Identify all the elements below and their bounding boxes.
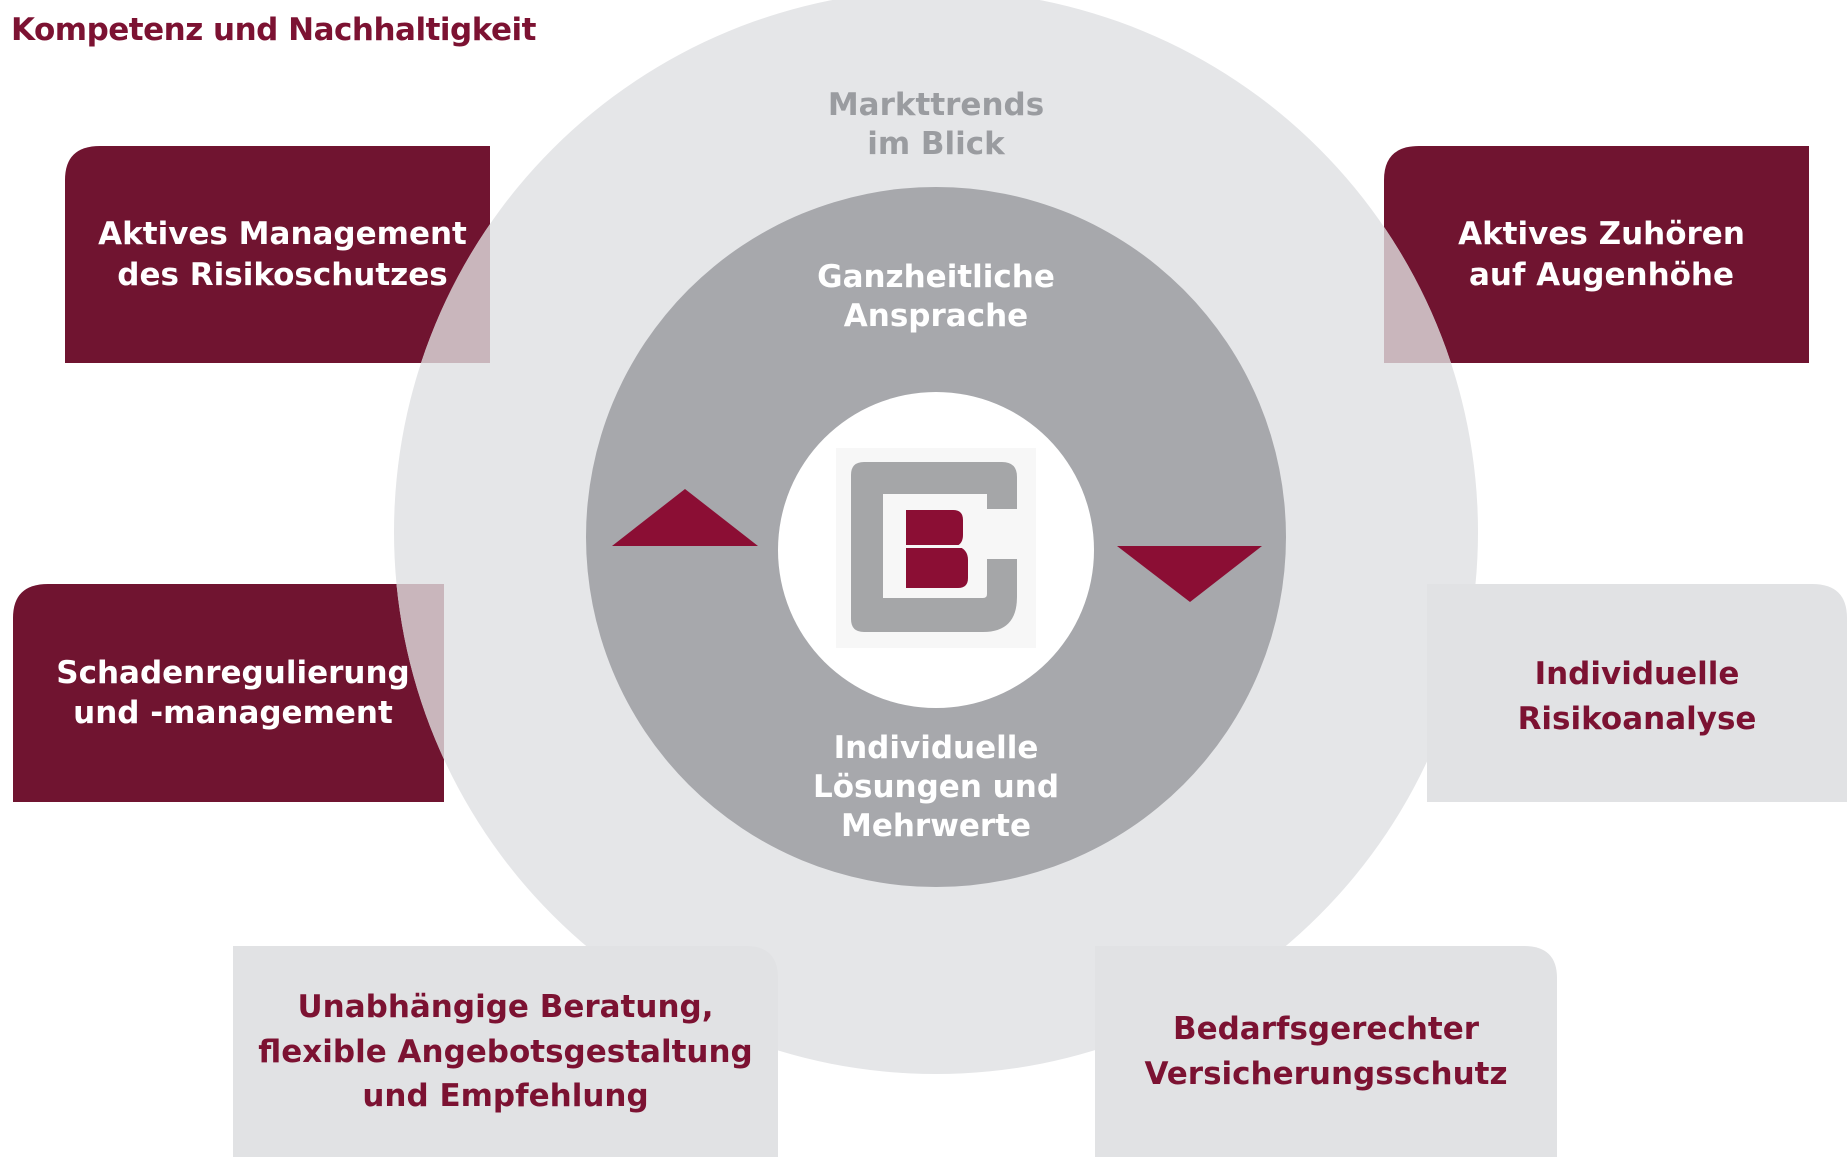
box-bottom-right <box>1095 946 1557 1157</box>
box-middle-right <box>1427 584 1847 802</box>
inner-ring-top-label: Ganzheitliche Ansprache <box>817 259 1055 334</box>
box-top-left-label: Aktives Management des Risikoschutzes <box>98 216 467 293</box>
box-bottom-left <box>233 946 778 1157</box>
inner-ring-bottom-label: Individuelle Lösungen und Mehrwerte <box>812 730 1060 844</box>
box-bottom-left-label: Unabhängige Beratung, flexible Angebotsg… <box>258 988 753 1115</box>
company-logo-icon <box>836 448 1036 648</box>
box-middle-left-label: Schadenregulierung und -management <box>56 654 410 731</box>
page-title: Kompetenz und Nachhaltigkeit <box>11 12 536 48</box>
box-middle-right-label: Individuelle Risikoanalyse <box>1517 655 1757 737</box>
box-top-right-label: Aktives Zuhören auf Augenhöhe <box>1458 216 1745 293</box>
arrow-down-icon <box>1117 546 1262 602</box>
box-top-left <box>65 146 490 363</box>
arrow-up-icon <box>612 489 758 546</box>
box-bottom-right-label: Bedarfsgerechter Versicherungsschutz <box>1144 1011 1508 1092</box>
box-middle-left <box>13 584 444 802</box>
box-top-right <box>1384 146 1809 363</box>
outer-ring-label: Markttrends im Blick <box>827 87 1045 162</box>
